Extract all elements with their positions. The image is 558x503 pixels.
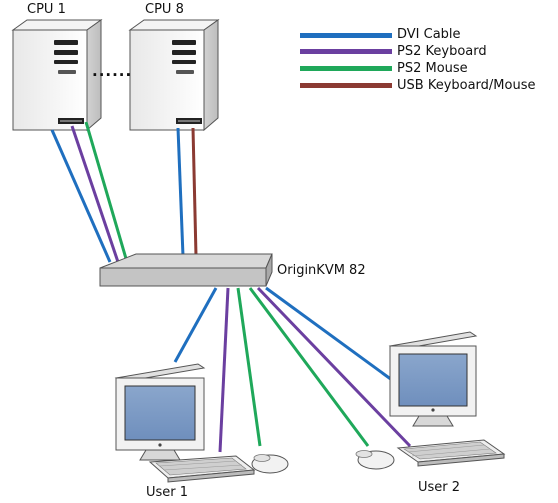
cables-cpu-to-switch (50, 121, 198, 263)
user-1-mouse (251, 454, 289, 474)
cable-ps2-keyboard-cpu1 (70, 125, 120, 263)
legend-label-ps2-mouse: PS2 Mouse (397, 61, 468, 76)
legend-swatch-ps2-keyboard (300, 49, 392, 54)
cable-dvi-cpu1 (50, 129, 112, 263)
kvm-switch (99, 253, 273, 287)
legend-label-ps2-keyboard: PS2 Keyboard (397, 44, 487, 59)
cable-ps2-keyboard-user1 (218, 287, 230, 453)
legend-label-dvi-cable: DVI Cable (397, 27, 461, 42)
cable-ps2-keyboard-user2 (256, 286, 412, 448)
cpu-8-label: CPU 8 (145, 2, 184, 17)
user-2-keyboard (396, 439, 506, 467)
user-2-mouse (355, 450, 395, 470)
cable-ps2-mouse-user1 (236, 287, 262, 447)
user-2-workstation (355, 331, 506, 470)
cable-ps2-mouse-cpu1 (84, 121, 129, 263)
legend (300, 33, 392, 88)
cable-dvi-user2 (265, 286, 393, 382)
cpu-1-tower (11, 19, 103, 132)
user-1-workstation (114, 363, 289, 483)
cables-switch-to-users (173, 286, 412, 453)
legend-swatch-usb-keyboard-mouse (300, 83, 392, 88)
user-2-monitor (388, 331, 478, 427)
cable-dvi-user1 (173, 287, 218, 363)
user-1-monitor (114, 363, 206, 461)
ellipsis-dots: ...... (92, 62, 133, 80)
cpu-8-tower (128, 19, 220, 132)
user-1-keyboard (148, 455, 256, 483)
cable-usb-cpu8 (191, 127, 198, 257)
legend-swatch-ps2-mouse (300, 66, 392, 71)
legend-swatch-dvi-cable (300, 33, 392, 38)
legend-label-usb-keyboard-mouse: USB Keyboard/Mouse (397, 78, 536, 93)
cpu-1-label: CPU 1 (27, 2, 66, 17)
cable-dvi-cpu8 (176, 127, 185, 257)
switch-label: OriginKVM 82 (277, 263, 366, 278)
user-2-label: User 2 (418, 480, 461, 495)
cable-ps2-mouse-user2 (248, 287, 370, 447)
user-1-label: User 1 (146, 485, 189, 500)
